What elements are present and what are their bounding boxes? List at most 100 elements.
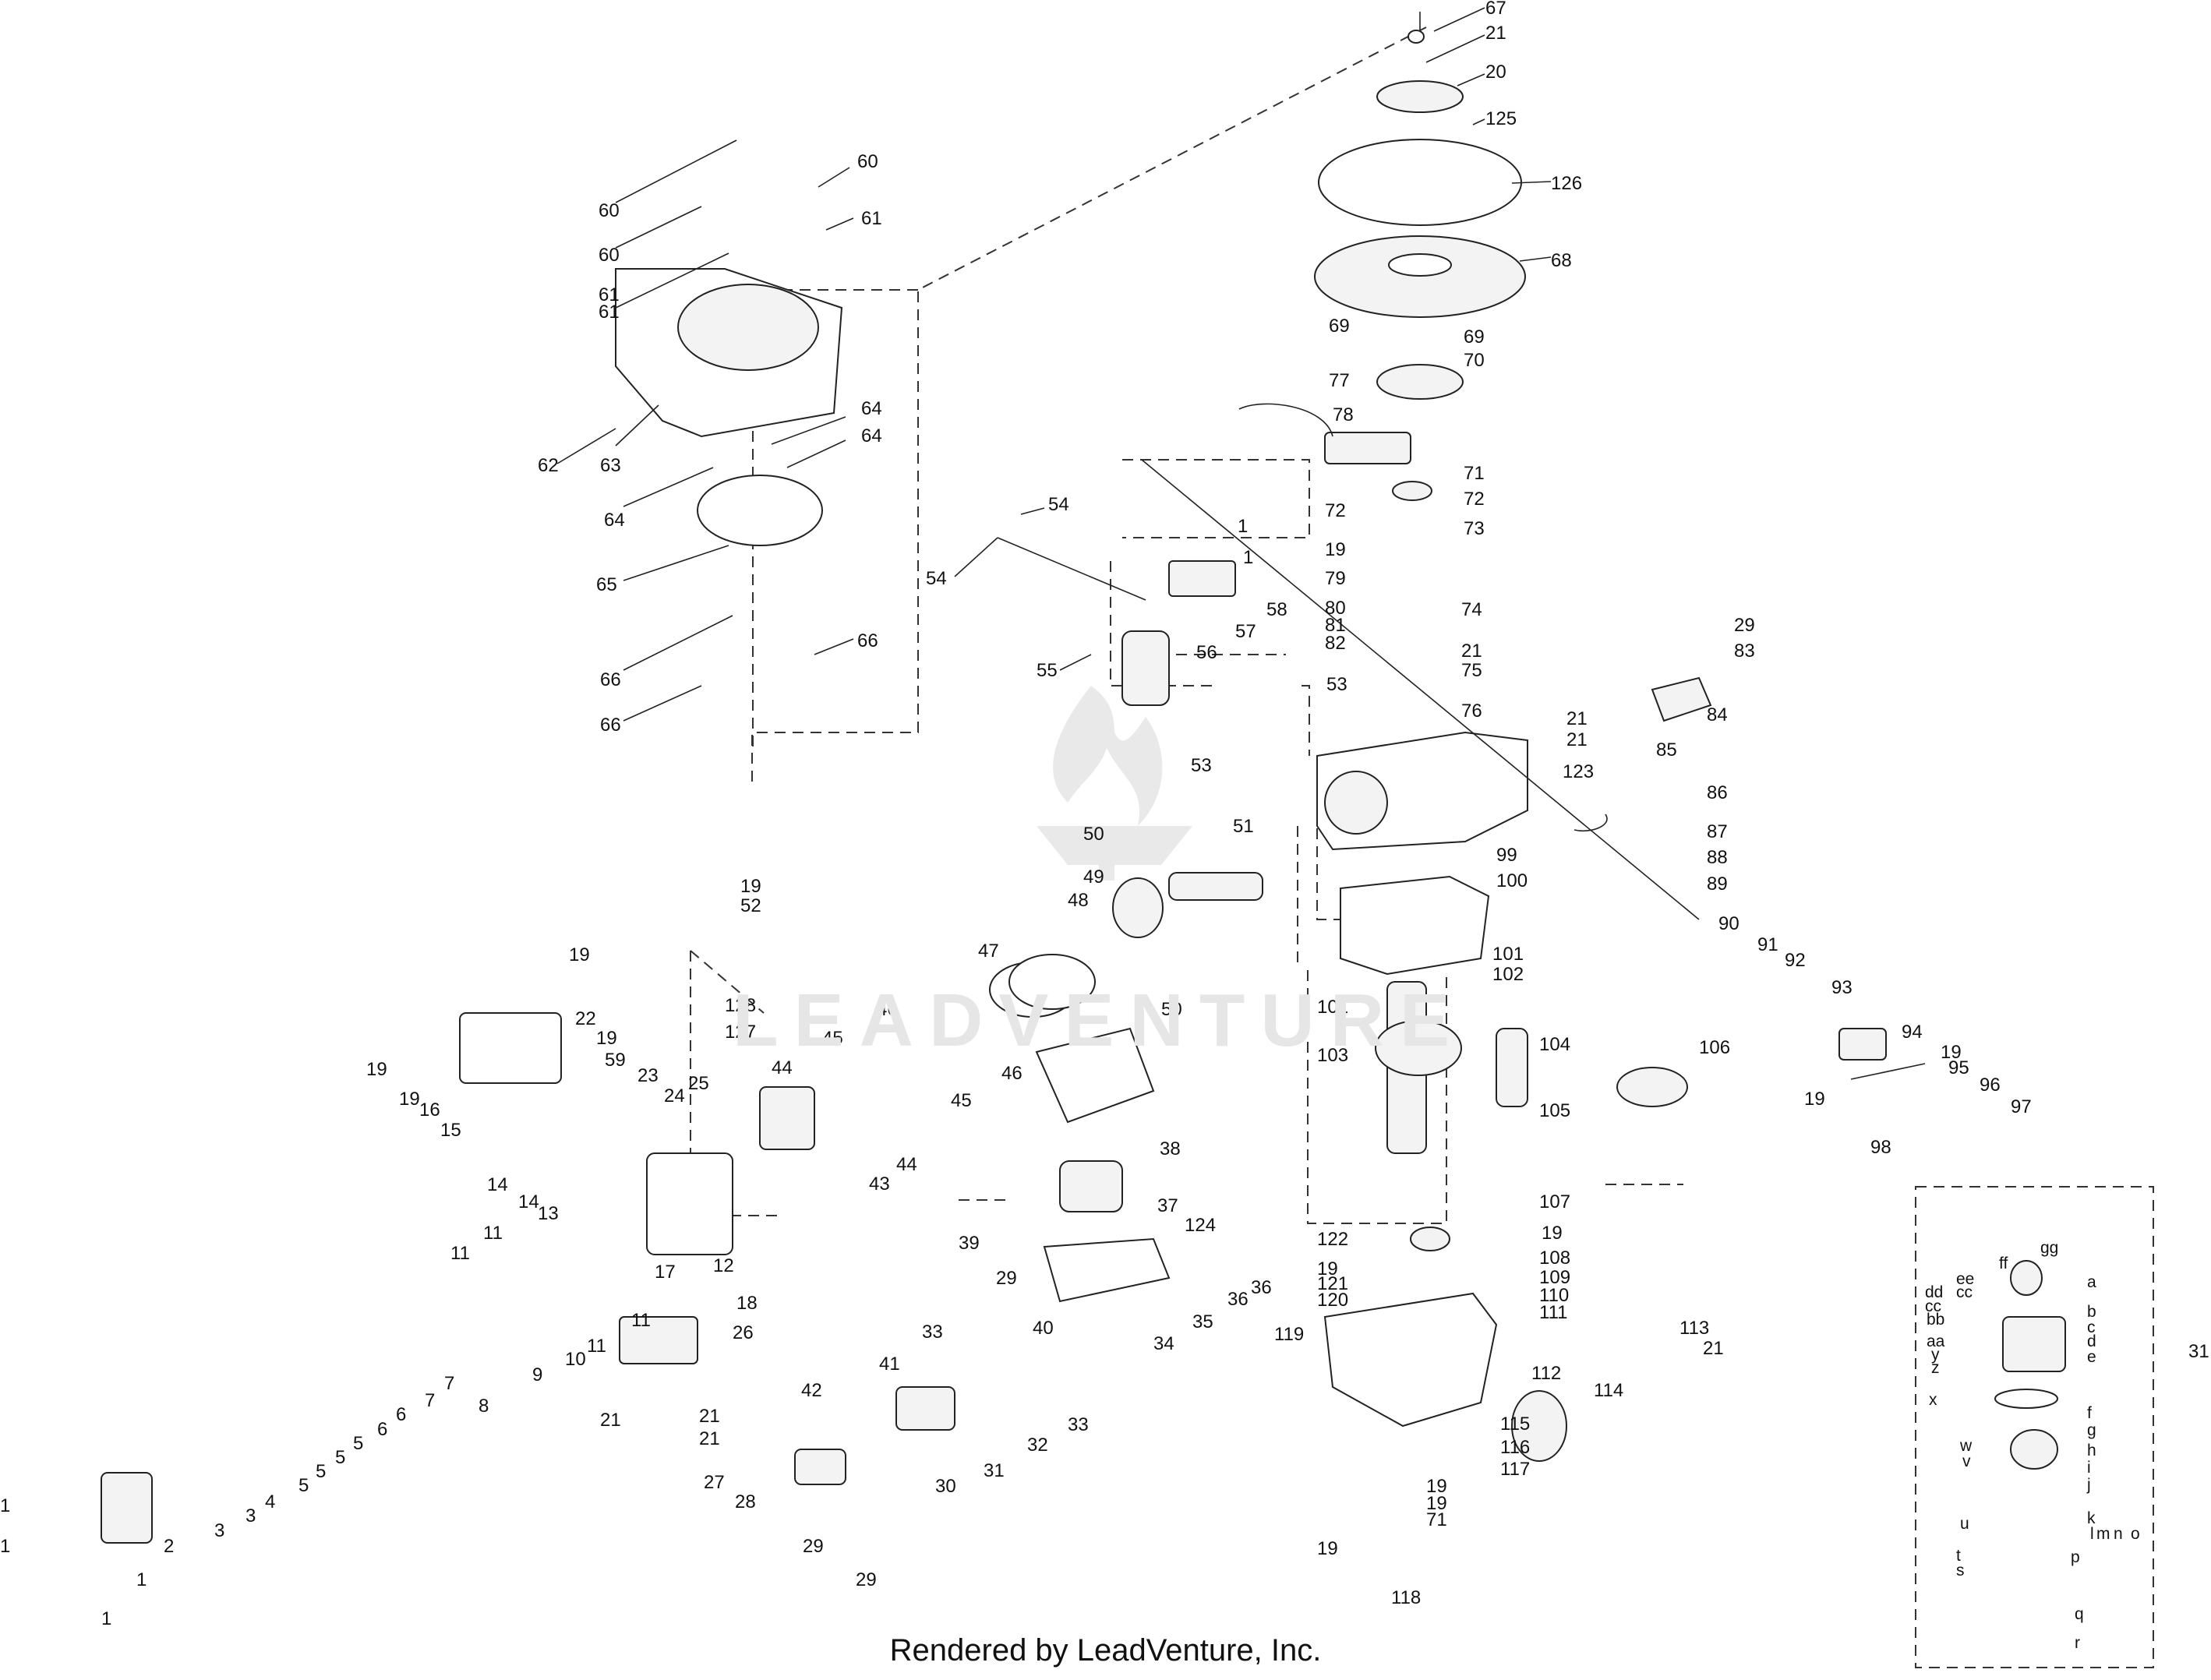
label-3: 3 — [245, 1505, 256, 1526]
label-54: 54 — [926, 568, 947, 589]
label-118: 118 — [1391, 1587, 1421, 1608]
label-95: 95 — [1948, 1057, 1969, 1078]
label-113: 113 — [1679, 1318, 1709, 1339]
label-1: 1 — [1243, 547, 1253, 568]
label-56: 56 — [1196, 642, 1217, 663]
label-43: 43 — [869, 1174, 890, 1195]
label-gg: gg — [2040, 1239, 2058, 1257]
label-45: 45 — [822, 1028, 843, 1049]
air-cleaner-cover-38 — [1035, 1027, 1155, 1124]
label-r: r — [2075, 1634, 2080, 1652]
label-ff: ff — [1999, 1255, 2008, 1272]
label-111: 111 — [1539, 1302, 1567, 1323]
label-dd: dd — [1925, 1283, 1943, 1301]
valve-cover-16 — [459, 1012, 562, 1084]
label-14: 14 — [487, 1174, 508, 1195]
label-49: 49 — [1083, 866, 1104, 888]
label-19: 19 — [366, 1059, 387, 1080]
label-74: 74 — [1461, 599, 1482, 620]
label-10: 10 — [565, 1349, 586, 1370]
label-5: 5 — [316, 1461, 326, 1482]
label-21: 21 — [699, 1406, 720, 1427]
label-101: 101 — [1492, 944, 1524, 965]
label-1: 1 — [1238, 516, 1248, 537]
label-59: 59 — [605, 1050, 626, 1071]
cylinder-head-12 — [646, 1152, 733, 1255]
label-92: 92 — [1785, 950, 1806, 971]
label-103: 103 — [1317, 1045, 1348, 1066]
label-18: 18 — [736, 1293, 758, 1314]
label-50: 50 — [1161, 999, 1182, 1020]
label-31: 31 — [984, 1460, 1005, 1481]
oil-pan-111 — [1323, 1292, 1498, 1428]
watermark-logo — [1037, 686, 1192, 881]
label-1: 1 — [136, 1569, 147, 1590]
label-30: 30 — [935, 1476, 956, 1497]
label-4: 4 — [265, 1491, 275, 1512]
label-21: 21 — [600, 1410, 621, 1431]
hub-20 — [1376, 80, 1464, 113]
label-g: g — [2087, 1421, 2096, 1439]
label-76: 76 — [1461, 701, 1482, 722]
label-66: 66 — [600, 669, 621, 690]
label-106: 106 — [1699, 1037, 1730, 1058]
bracket-26 — [619, 1316, 698, 1364]
label-12: 12 — [713, 1255, 734, 1276]
label-11: 11 — [450, 1243, 470, 1264]
label-5: 5 — [353, 1433, 363, 1454]
label-13: 13 — [538, 1203, 559, 1224]
label-85: 85 — [1656, 739, 1677, 761]
label-n: n — [2114, 1525, 2123, 1543]
watermark-text: LEADVENTURE — [733, 979, 1466, 1062]
label-58: 58 — [1266, 599, 1287, 620]
label-20: 20 — [1485, 62, 1506, 83]
label-102: 102 — [1492, 964, 1524, 985]
label-21: 21 — [1566, 708, 1588, 729]
label-6: 6 — [377, 1419, 387, 1440]
label-29: 29 — [856, 1569, 877, 1590]
footer-credit: Rendered by LeadVenture, Inc. — [889, 1633, 1322, 1668]
label-1: 1 — [0, 1536, 10, 1557]
label-75: 75 — [1461, 660, 1482, 681]
label-90: 90 — [1718, 913, 1739, 934]
label-86: 86 — [1707, 782, 1728, 803]
label-h: h — [2087, 1442, 2096, 1459]
label-71: 71 — [1426, 1509, 1447, 1530]
gasket-100 — [1340, 875, 1490, 976]
label-128: 128 — [725, 995, 756, 1016]
control-bracket-94 — [1838, 1028, 1887, 1061]
label-1: 1 — [0, 1495, 10, 1516]
label-11: 11 — [587, 1336, 606, 1357]
label-78: 78 — [1333, 404, 1354, 425]
label-6: 6 — [396, 1404, 406, 1425]
label-127: 127 — [725, 1022, 756, 1043]
label-60: 60 — [599, 200, 620, 221]
engine-parts — [101, 30, 2066, 1544]
label-d: d — [2087, 1332, 2096, 1350]
label-123: 123 — [1563, 761, 1594, 782]
label-34: 34 — [1153, 1333, 1174, 1354]
label-cc: cc — [1956, 1283, 1973, 1301]
label-82: 82 — [1325, 633, 1346, 654]
connecting-rod-51 — [1168, 872, 1263, 901]
head-gasket-43 — [759, 1086, 815, 1150]
label-37: 37 — [1157, 1195, 1178, 1216]
label-33: 33 — [922, 1322, 943, 1343]
label-121: 121 — [1317, 1273, 1348, 1294]
label-28: 28 — [735, 1491, 756, 1512]
label-35: 35 — [1192, 1311, 1213, 1332]
label-19: 19 — [1426, 1493, 1447, 1514]
label-21: 21 — [1461, 641, 1482, 662]
label-19: 19 — [596, 1028, 617, 1049]
label-107: 107 — [1539, 1191, 1570, 1212]
label-89: 89 — [1707, 874, 1728, 895]
label-19: 19 — [1542, 1223, 1563, 1244]
label-109: 109 — [1539, 1267, 1570, 1288]
label-57: 57 — [1235, 621, 1256, 642]
label-l: l — [2090, 1525, 2094, 1543]
label-83: 83 — [1734, 641, 1755, 662]
air-cleaner-base-34 — [1043, 1237, 1171, 1303]
carburetor-31 — [895, 1386, 955, 1431]
intake-28 — [794, 1449, 846, 1485]
